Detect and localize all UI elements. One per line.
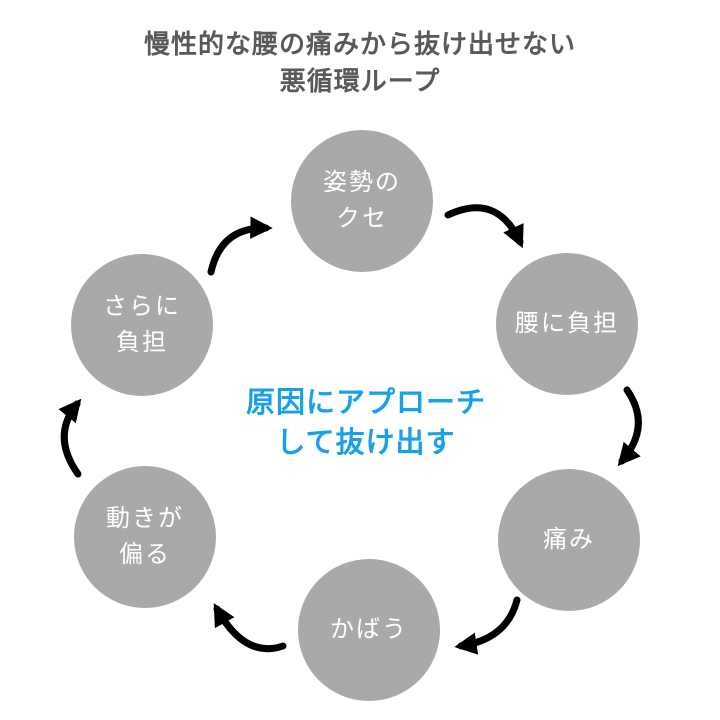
cycle-step-guarding: かばう — [298, 559, 440, 701]
cycle-step-label: 腰に負担 — [515, 310, 619, 337]
center-message-line1: 原因にアプローチ — [245, 387, 486, 419]
center-message-line2: して抜け出す — [276, 427, 456, 459]
cycle-step-back-strain: 腰に負担 — [496, 253, 638, 395]
cycle-arrow-pain-to-guarding — [454, 596, 521, 655]
cycle-arrow-posture-to-strain — [444, 204, 524, 249]
diagram-title-line2: 悪循環ループ — [279, 66, 441, 96]
cycle-arrow-guarding-to-biased-movement — [213, 603, 287, 653]
diagram-title: 慢性的な腰の痛みから抜け出せない 悪循環ループ — [0, 26, 720, 100]
cycle-step-label: 姿勢の クセ — [323, 169, 401, 232]
cycle-step-posture-habit: 姿勢の クセ — [291, 130, 433, 272]
cycle-step-biased-movement: 動きが 偏る — [74, 466, 216, 608]
diagram-title-line1: 慢性的な腰の痛みから抜け出せない — [143, 29, 576, 59]
cycle-step-label: さらに 負担 — [103, 293, 181, 356]
cycle-arrow-more-strain-to-posture — [207, 216, 273, 276]
cycle-step-label: かばう — [330, 616, 408, 643]
cycle-arrow-strain-to-pain — [617, 386, 642, 467]
cycle-step-label: 痛み — [543, 526, 595, 553]
cycle-step-more-strain: さらに 負担 — [71, 254, 213, 396]
cycle-step-pain: 痛み — [498, 469, 640, 611]
center-message: 原因にアプローチ して抜け出す — [166, 383, 566, 463]
cycle-arrow-biased-movement-to-more-strain — [58, 398, 82, 478]
cycle-step-label: 動きが 偏る — [106, 505, 184, 568]
